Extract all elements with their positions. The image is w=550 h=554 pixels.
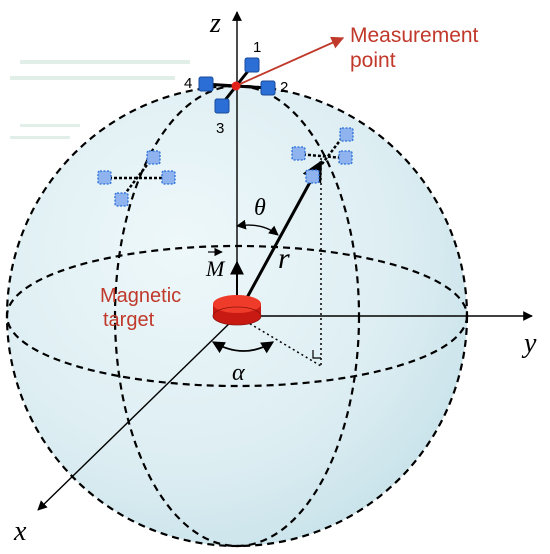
measurement-point-dot xyxy=(231,81,241,91)
axis-y-label: y xyxy=(521,328,537,359)
ghost-artifact xyxy=(10,60,190,139)
measurement-point-label-line1: Measurement xyxy=(350,24,479,47)
theta-label: θ xyxy=(254,195,266,221)
sensor-cluster-right xyxy=(291,127,354,184)
sensor-2-label: 2 xyxy=(280,79,288,96)
measurement-point-label-line2: point xyxy=(350,49,396,72)
theta-arc xyxy=(236,219,279,236)
r-vector xyxy=(235,160,323,317)
sensor-4-cube xyxy=(198,76,214,92)
moment-label-text: M xyxy=(205,256,226,281)
right-angle-mark xyxy=(312,350,321,359)
sensor-cluster-left xyxy=(97,150,176,207)
moment-label: M xyxy=(205,247,226,281)
projection-ground xyxy=(236,315,322,367)
magnetic-target-label-line1: Magnetic xyxy=(100,285,181,307)
sensor-2-cube xyxy=(260,80,276,96)
measurement-point-leader xyxy=(239,36,345,85)
alpha-label: α xyxy=(232,360,245,386)
x-axis xyxy=(37,315,238,511)
sensor-3-cube xyxy=(214,98,230,114)
sensor-cluster-top xyxy=(198,57,276,114)
magnetic-target-label-line2: target xyxy=(103,309,155,331)
sensor-1-label: 1 xyxy=(253,39,261,56)
alpha-arc xyxy=(211,341,275,354)
axis-z-label: z xyxy=(209,8,221,39)
axis-x-label: x xyxy=(13,516,27,547)
magnetic-target xyxy=(212,295,262,326)
sensor-3-label: 3 xyxy=(216,120,224,137)
radius-label: r xyxy=(278,242,290,275)
sensor-4-label: 4 xyxy=(184,75,192,92)
sensor-1-cube xyxy=(244,57,260,73)
